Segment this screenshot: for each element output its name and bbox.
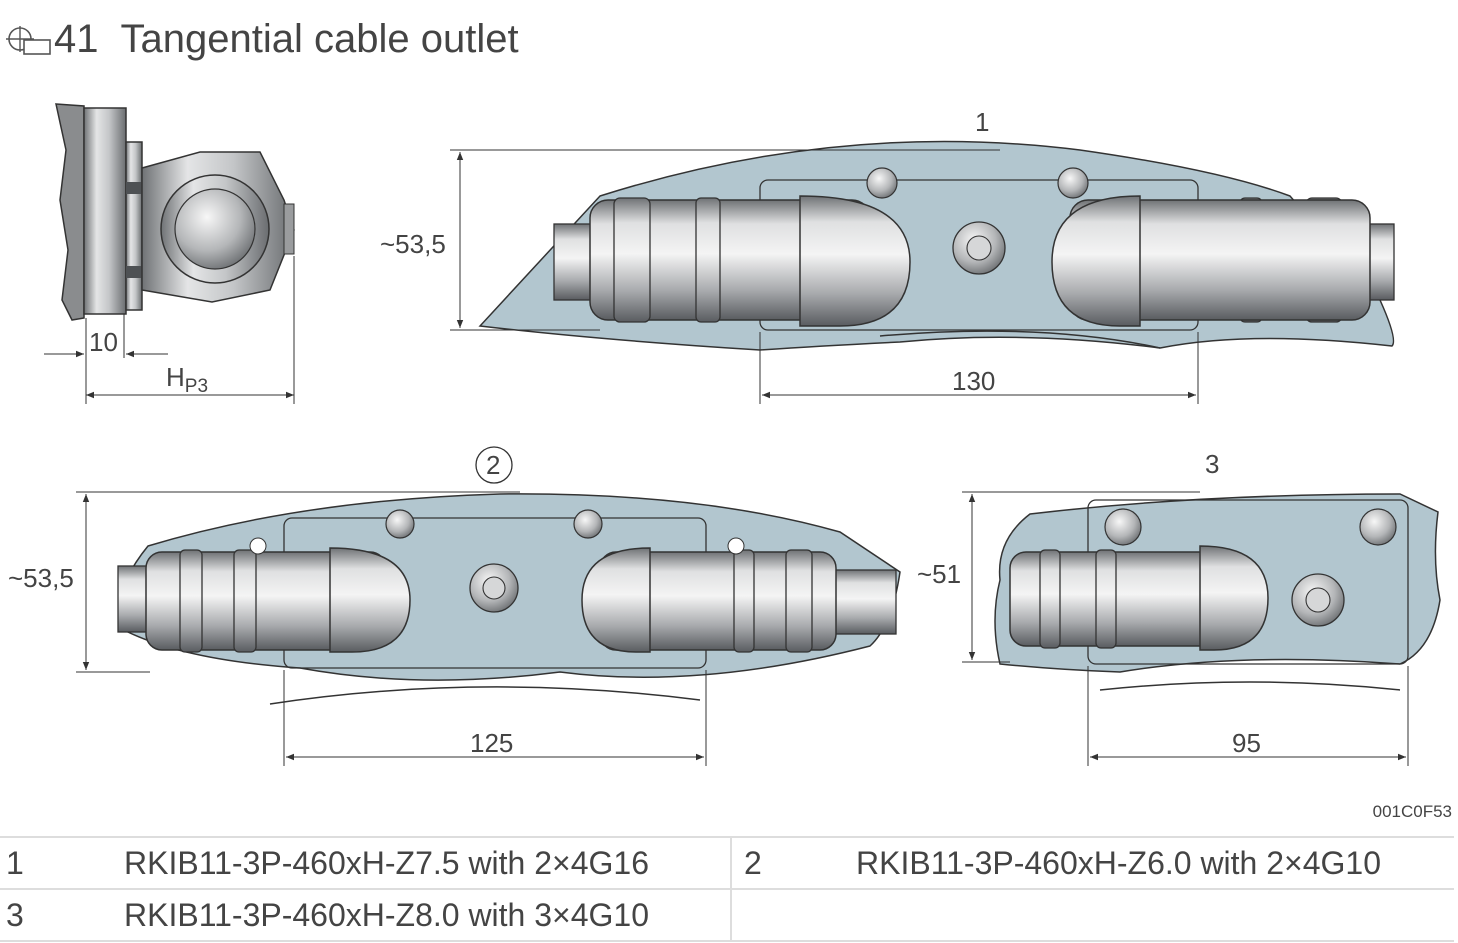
view-3-screw-right xyxy=(1359,508,1397,546)
legend-text: RKIB11-3P-460xH-Z7.5 with 2×4G16 xyxy=(124,836,731,890)
view-2-label: 2 xyxy=(486,450,500,480)
side-housing xyxy=(55,103,85,321)
legend-key: 1 xyxy=(0,836,124,890)
view-2-dim-height: ~53,5 xyxy=(8,563,74,593)
legend-empty-cell xyxy=(856,889,1454,942)
view-2-elbow-right xyxy=(581,547,651,653)
ruler-icon xyxy=(6,26,51,55)
figure-number: 41 xyxy=(54,16,99,61)
view-2-label-circle xyxy=(475,446,513,484)
image-code: 001C0F53 xyxy=(1372,802,1452,821)
legend-row: 3 RKIB11-3P-460xH-Z8.0 with 3×4G10 xyxy=(0,889,1454,942)
view-3-dim-width: 95 xyxy=(1232,728,1261,758)
legend-row: 1 RKIB11-3P-460xH-Z7.5 with 2×4G16 2 RKI… xyxy=(0,836,1454,890)
view-2: 2 ~53,5 125 xyxy=(6,446,901,766)
view-2-cable-right xyxy=(829,569,897,635)
legend-text: RKIB11-3P-460xH-Z6.0 with 2×4G10 xyxy=(856,836,1454,890)
dim-offset: 10 xyxy=(89,327,118,357)
view-1-dim-height: ~53,5 xyxy=(380,229,446,259)
dim-height-hp3: HP3 xyxy=(166,362,208,397)
legend-key: 2 xyxy=(730,836,856,890)
view-3: 3 ~51 95 xyxy=(914,449,1441,766)
view-3-dim-height: ~51 xyxy=(917,559,961,589)
view-1-elbow-left xyxy=(799,195,911,327)
view-1-screw-left xyxy=(866,167,898,199)
figure-title-text: Tangential cable outlet xyxy=(120,16,519,61)
view-3-label: 3 xyxy=(1205,449,1219,479)
view-3-elbow xyxy=(1199,545,1269,651)
view-1-dim-width: 130 xyxy=(952,366,995,396)
legend-key: 3 xyxy=(0,889,124,942)
view-3-screw-left xyxy=(1104,508,1142,546)
side-nut xyxy=(125,141,143,311)
side-flange xyxy=(83,107,127,315)
legend-empty-cell xyxy=(730,889,856,942)
side-view: 10 HP3 xyxy=(44,103,295,404)
view-1: 1 ~53,5 130 xyxy=(376,107,1395,404)
view-2-elbow-left xyxy=(329,547,411,653)
view-2-dim-width: 125 xyxy=(470,728,513,758)
view-2-screw-left xyxy=(385,509,415,539)
legend-text: RKIB11-3P-460xH-Z8.0 with 3×4G10 xyxy=(124,889,731,942)
view-1-elbow-right xyxy=(1051,195,1141,327)
view-1-label: 1 xyxy=(975,107,989,137)
figure-title: 41 Tangential cable outlet xyxy=(6,14,519,64)
view-2-screw-right xyxy=(573,509,603,539)
legend-table: 1 RKIB11-3P-460xH-Z7.5 with 2×4G16 2 RKI… xyxy=(0,836,1454,942)
technical-drawing: 10 HP3 1 ~53,5 xyxy=(6,103,1441,766)
view-1-screw-right xyxy=(1057,167,1089,199)
